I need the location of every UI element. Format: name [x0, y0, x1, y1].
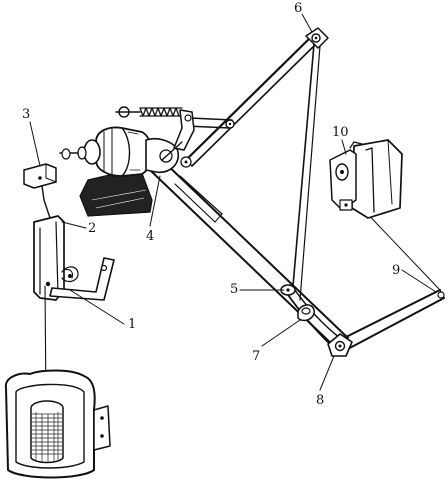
pivot-8 — [327, 333, 353, 357]
callout-7: 7 — [252, 349, 260, 364]
callout-4: 4 — [146, 229, 154, 244]
component-3 — [23, 163, 57, 219]
callout-10: 10 — [332, 125, 349, 140]
component-10 — [329, 139, 403, 219]
callout-8: 8 — [316, 393, 324, 408]
vertical-tie-rod — [292, 43, 321, 301]
right-output-arm — [339, 289, 445, 351]
callout-3: 3 — [22, 107, 30, 122]
pivot-7 — [297, 304, 315, 322]
pivot-6 — [305, 27, 329, 49]
callout-6: 6 — [294, 1, 302, 16]
component-1-2-bracket — [33, 215, 115, 301]
callout-1: 1 — [128, 317, 136, 332]
callout-2: 2 — [88, 221, 96, 236]
lower-diagonal-lever — [149, 159, 349, 351]
callout-5: 5 — [230, 282, 238, 297]
container-cup — [4, 369, 111, 479]
upper-lever-arm — [184, 34, 319, 167]
spring-assembly — [115, 106, 195, 161]
callout-9: 9 — [392, 263, 400, 278]
cable-10-to-9 — [359, 205, 441, 291]
leader-lines — [29, 13, 437, 391]
motor-assembly — [59, 126, 192, 217]
